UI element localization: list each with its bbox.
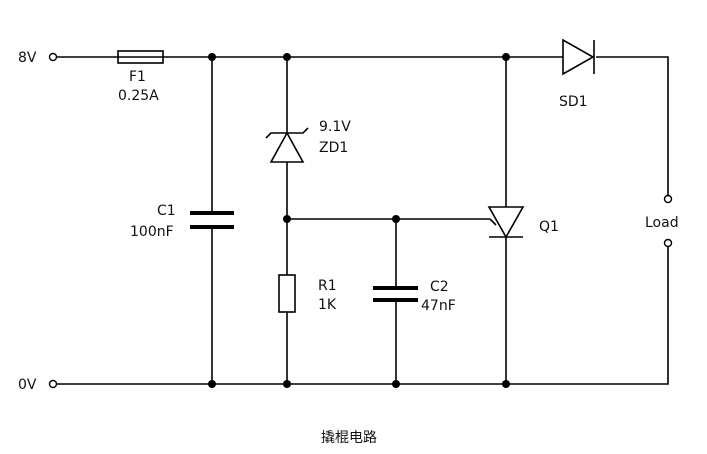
wiring (56, 56, 669, 385)
ground-terminal-label: 0V (18, 377, 37, 393)
capacitor-c1: C1 100nF (130, 203, 234, 240)
load-label: Load (645, 215, 679, 231)
load-connection: Load (645, 194, 679, 248)
thyristor-gate-lead (489, 218, 497, 226)
fuse-ref: F1 (129, 69, 146, 85)
capacitor-ref: C1 (157, 203, 176, 219)
zener-cathode-bar (265, 127, 309, 139)
fuse-f1: F1 0.25A (117, 50, 164, 104)
load-positive-wire (596, 56, 669, 195)
load-terminal (663, 238, 673, 248)
resistor-value: 1K (318, 297, 337, 313)
ground-terminal (48, 379, 58, 389)
junction-dot (208, 53, 216, 61)
load-negative-wire (56, 247, 669, 385)
zener-triangle (269, 131, 305, 163)
capacitor-ref: C2 (430, 279, 449, 295)
zener-value: 9.1V (319, 119, 351, 135)
fuse-value: 0.25A (118, 88, 159, 104)
positive-terminal-label: 8V (18, 50, 37, 66)
diode-sd1: SD1 (559, 38, 595, 110)
diode-ref: SD1 (559, 94, 588, 110)
junction-dot (502, 380, 510, 388)
capacitor-value: 100nF (130, 224, 174, 240)
capacitor-value: 47nF (421, 298, 456, 314)
diode-triangle (562, 38, 595, 76)
junction-dot (283, 215, 291, 223)
resistor-r1: R1 1K (278, 274, 337, 313)
junction-dot (208, 380, 216, 388)
junction-dot (392, 215, 400, 223)
junction-dot (502, 53, 510, 61)
junction-dot (283, 380, 291, 388)
positive-terminal (48, 52, 58, 62)
load-terminal (663, 194, 673, 204)
resistor-ref: R1 (318, 278, 337, 294)
resistor-body (278, 274, 296, 313)
junction-dot (392, 380, 400, 388)
zener-ref: ZD1 (319, 140, 348, 156)
junction-dots (208, 53, 510, 388)
thyristor-q1: Q1 (487, 206, 559, 239)
diagram-caption: 撬棍电路 (321, 430, 377, 446)
junction-dot (283, 53, 291, 61)
zener-diode-zd1: 9.1V ZD1 (265, 119, 351, 163)
capacitor-c2: C2 47nF (373, 279, 456, 314)
input-terminals: 8V 0V (18, 50, 58, 393)
thyristor-ref: Q1 (539, 219, 559, 235)
thyristor-triangle (487, 206, 525, 239)
